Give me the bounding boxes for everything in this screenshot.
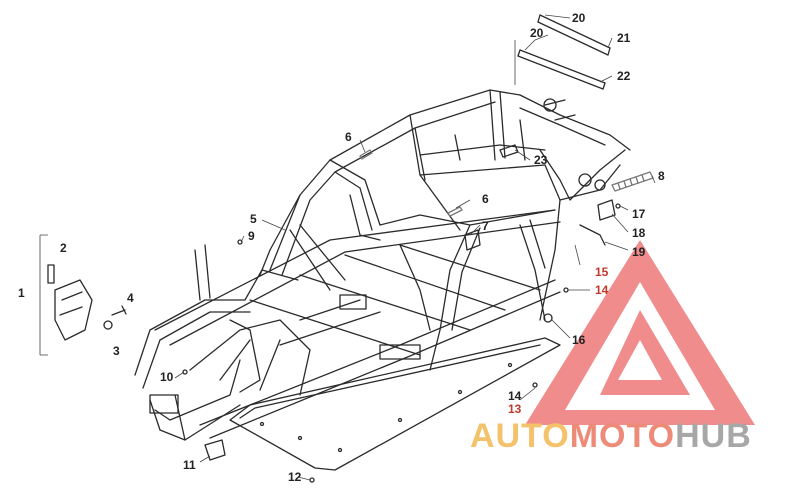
callout-3: 3 <box>113 344 120 358</box>
callout-15: 15 <box>595 265 609 279</box>
exploded-bolt-4 <box>111 305 127 316</box>
exploded-bracket-2 <box>47 264 93 341</box>
floor-frame <box>154 209 561 439</box>
callout-11: 11 <box>183 458 196 472</box>
screw-12 <box>309 477 315 483</box>
rail-21 <box>537 14 611 56</box>
screw-17 <box>615 203 621 209</box>
watermark-brand-text: AUTOMOTOHUB <box>470 418 752 454</box>
callout-19: 19 <box>632 245 646 259</box>
exploded-nut-3 <box>103 320 113 330</box>
bracket-18 <box>597 199 616 221</box>
bracket-11 <box>204 439 226 461</box>
callout-23: 23 <box>534 153 548 167</box>
callout-1: 1 <box>18 286 25 300</box>
callout-17: 17 <box>632 207 646 221</box>
watermark-logo-triangle <box>525 240 755 425</box>
callout-22: 22 <box>617 69 631 83</box>
decal-6-lower <box>447 206 463 217</box>
bracket-19 <box>579 224 606 246</box>
screw-14-upper <box>563 287 569 293</box>
callout-6-lower: 6 <box>482 192 489 206</box>
callout-14-lower: 14 <box>508 389 522 403</box>
callout-16: 16 <box>572 333 586 347</box>
callout-18: 18 <box>632 226 646 240</box>
grommet-16 <box>543 313 553 323</box>
watermark-brand-moto: MOTO <box>569 417 676 455</box>
callout-9: 9 <box>248 229 255 243</box>
callout-12: 12 <box>288 470 302 484</box>
front-frame <box>134 244 311 441</box>
leader-lines <box>39 14 656 481</box>
callout-14-upper: 14 <box>595 283 609 297</box>
callout-2: 2 <box>60 241 67 255</box>
callout-8: 8 <box>658 169 665 183</box>
callout-21: 21 <box>617 31 631 45</box>
callout-4: 4 <box>127 291 134 305</box>
callout-6-upper: 6 <box>345 130 352 144</box>
bracket-23 <box>499 144 519 158</box>
callout-20-top: 20 <box>572 11 586 25</box>
callout-5: 5 <box>250 212 257 226</box>
plug-10 <box>182 369 188 375</box>
callout-7: 7 <box>482 219 489 233</box>
rear-frame <box>399 98 626 371</box>
callout-labels: 1 2 3 4 5 6 6 7 8 9 10 11 12 13 14 14 15… <box>18 11 665 484</box>
screw-14-lower <box>532 382 538 388</box>
decal-6-upper <box>359 149 373 160</box>
rail-22 <box>517 49 606 90</box>
plug-9 <box>237 239 243 245</box>
callout-20-mid: 20 <box>530 26 544 40</box>
callout-10: 10 <box>160 370 174 384</box>
decal-8 <box>611 171 654 192</box>
callout-13: 13 <box>508 402 522 416</box>
watermark-brand-hub: HUB <box>675 417 752 455</box>
watermark-brand-auto: AUTO <box>470 417 570 455</box>
